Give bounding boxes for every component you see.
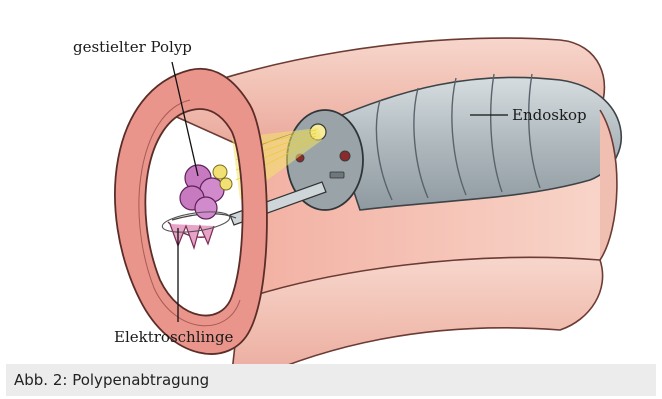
caption-text: Abb. 2: Polypenabtragung	[14, 371, 209, 389]
label-polyp: gestielter Polyp	[73, 38, 192, 56]
label-snare: Elektroschlinge	[114, 328, 233, 346]
figure-caption: Abb. 2: Polypenabtragung	[6, 364, 656, 396]
electro-snare-loop	[161, 208, 231, 235]
label-endoscope: Endoskop	[512, 106, 587, 124]
